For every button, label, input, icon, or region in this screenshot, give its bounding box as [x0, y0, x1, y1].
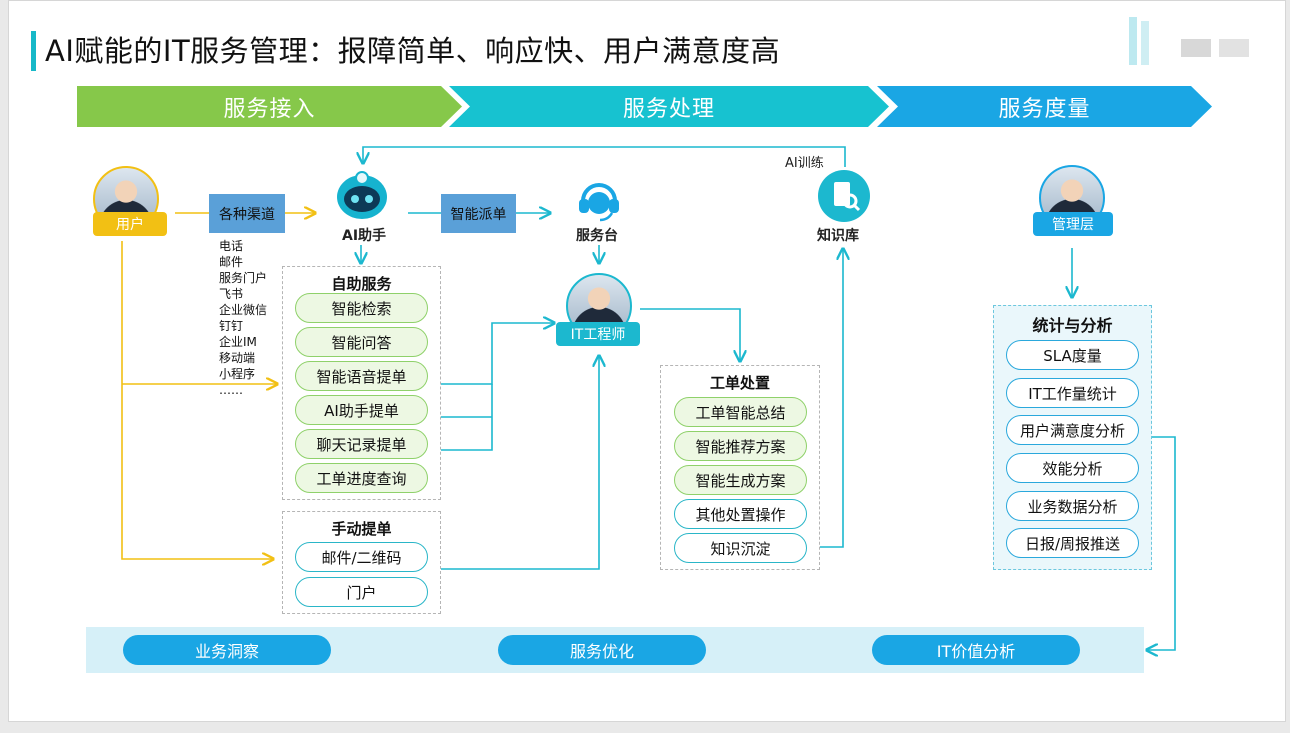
self-service-item[interactable]: AI助手提单 — [295, 395, 428, 425]
smart-dispatch-box: 智能派单 — [441, 194, 516, 233]
channel-list: 电话 邮件 服务门户 飞书 企业微信 钉钉 企业IM 移动端 小程序 …… — [219, 238, 267, 398]
title-accent-bar — [31, 31, 36, 71]
manual-ticket-item[interactable]: 门户 — [295, 577, 428, 607]
it-engineer-tag: IT工程师 — [556, 322, 640, 346]
stats-analysis-item[interactable]: IT工作量统计 — [1006, 378, 1139, 408]
self-service-item[interactable]: 聊天记录提单 — [295, 429, 428, 459]
channel-item: 移动端 — [219, 351, 256, 365]
stats-analysis-panel: 统计与分析 SLA度量 IT工作量统计 用户满意度分析 效能分析 业务数据分析 … — [993, 305, 1152, 570]
channel-item: 飞书 — [219, 287, 244, 301]
manual-ticket-title: 手动提单 — [331, 520, 392, 538]
logo-icon — [1129, 17, 1249, 65]
ai-training-label: AI训练 — [785, 156, 824, 171]
ticket-handling-item[interactable]: 智能生成方案 — [674, 465, 807, 495]
it-value-analysis-pill[interactable]: IT价值分析 — [872, 635, 1080, 665]
stats-analysis-item[interactable]: 用户满意度分析 — [1006, 415, 1139, 445]
stage-service-processing: 服务处理 — [449, 86, 889, 127]
ticket-handling-item[interactable]: 工单智能总结 — [674, 397, 807, 427]
ai-assistant-label: AI助手 — [342, 228, 387, 244]
headset-icon — [579, 183, 619, 222]
management-tag: 管理层 — [1033, 212, 1113, 236]
channel-item: 小程序 — [219, 367, 256, 381]
manual-ticket-panel: 手动提单 邮件/二维码 门户 — [282, 511, 441, 614]
ticket-handling-title: 工单处置 — [709, 374, 770, 392]
stage-service-measurement: 服务度量 — [877, 86, 1212, 127]
slide: AI赋能的IT服务管理：报障简单、响应快、用户满意度高 服务接入 服务处理 服务… — [8, 0, 1286, 722]
self-service-item[interactable]: 智能语音提单 — [295, 361, 428, 391]
service-optimization-pill[interactable]: 服务优化 — [498, 635, 706, 665]
self-service-title: 自助服务 — [331, 275, 392, 293]
page-title: AI赋能的IT服务管理：报障简单、响应快、用户满意度高 — [45, 34, 781, 68]
channel-item: 电话 — [219, 239, 244, 253]
stats-analysis-item[interactable]: 日报/周报推送 — [1006, 528, 1139, 558]
stats-analysis-item[interactable]: 业务数据分析 — [1006, 491, 1139, 521]
business-insight-pill[interactable]: 业务洞察 — [123, 635, 331, 665]
self-service-item[interactable]: 智能检索 — [295, 293, 428, 323]
user-tag: 用户 — [93, 212, 167, 236]
ticket-handling-item[interactable]: 智能推荐方案 — [674, 431, 807, 461]
service-desk-label: 服务台 — [576, 228, 618, 244]
channel-item: 企业微信 — [219, 303, 268, 317]
robot-icon — [337, 171, 387, 219]
channel-item: 邮件 — [219, 255, 244, 269]
knowledge-base-icon — [818, 170, 870, 222]
manual-ticket-item[interactable]: 邮件/二维码 — [295, 542, 428, 572]
self-service-item[interactable]: 工单进度查询 — [295, 463, 428, 493]
stats-analysis-item[interactable]: 效能分析 — [1006, 453, 1139, 483]
channel-item: 服务门户 — [219, 271, 268, 285]
self-service-panel: 自助服务 智能检索 智能问答 智能语音提单 AI助手提单 聊天记录提单 工单进度… — [282, 266, 441, 500]
channel-item: 企业IM — [219, 335, 257, 349]
ticket-handling-panel: 工单处置 工单智能总结 智能推荐方案 智能生成方案 其他处置操作 知识沉淀 — [660, 365, 820, 570]
stats-analysis-item[interactable]: SLA度量 — [1006, 340, 1139, 370]
channel-item: …… — [219, 383, 243, 397]
self-service-item[interactable]: 智能问答 — [295, 327, 428, 357]
stage-service-access: 服务接入 — [77, 86, 462, 127]
ticket-handling-item[interactable]: 其他处置操作 — [674, 499, 807, 529]
ticket-handling-item[interactable]: 知识沉淀 — [674, 533, 807, 563]
channels-box: 各种渠道 — [209, 194, 285, 233]
knowledge-base-label: 知识库 — [817, 228, 859, 244]
channel-item: 钉钉 — [219, 319, 244, 333]
stats-analysis-title: 统计与分析 — [1032, 316, 1113, 335]
